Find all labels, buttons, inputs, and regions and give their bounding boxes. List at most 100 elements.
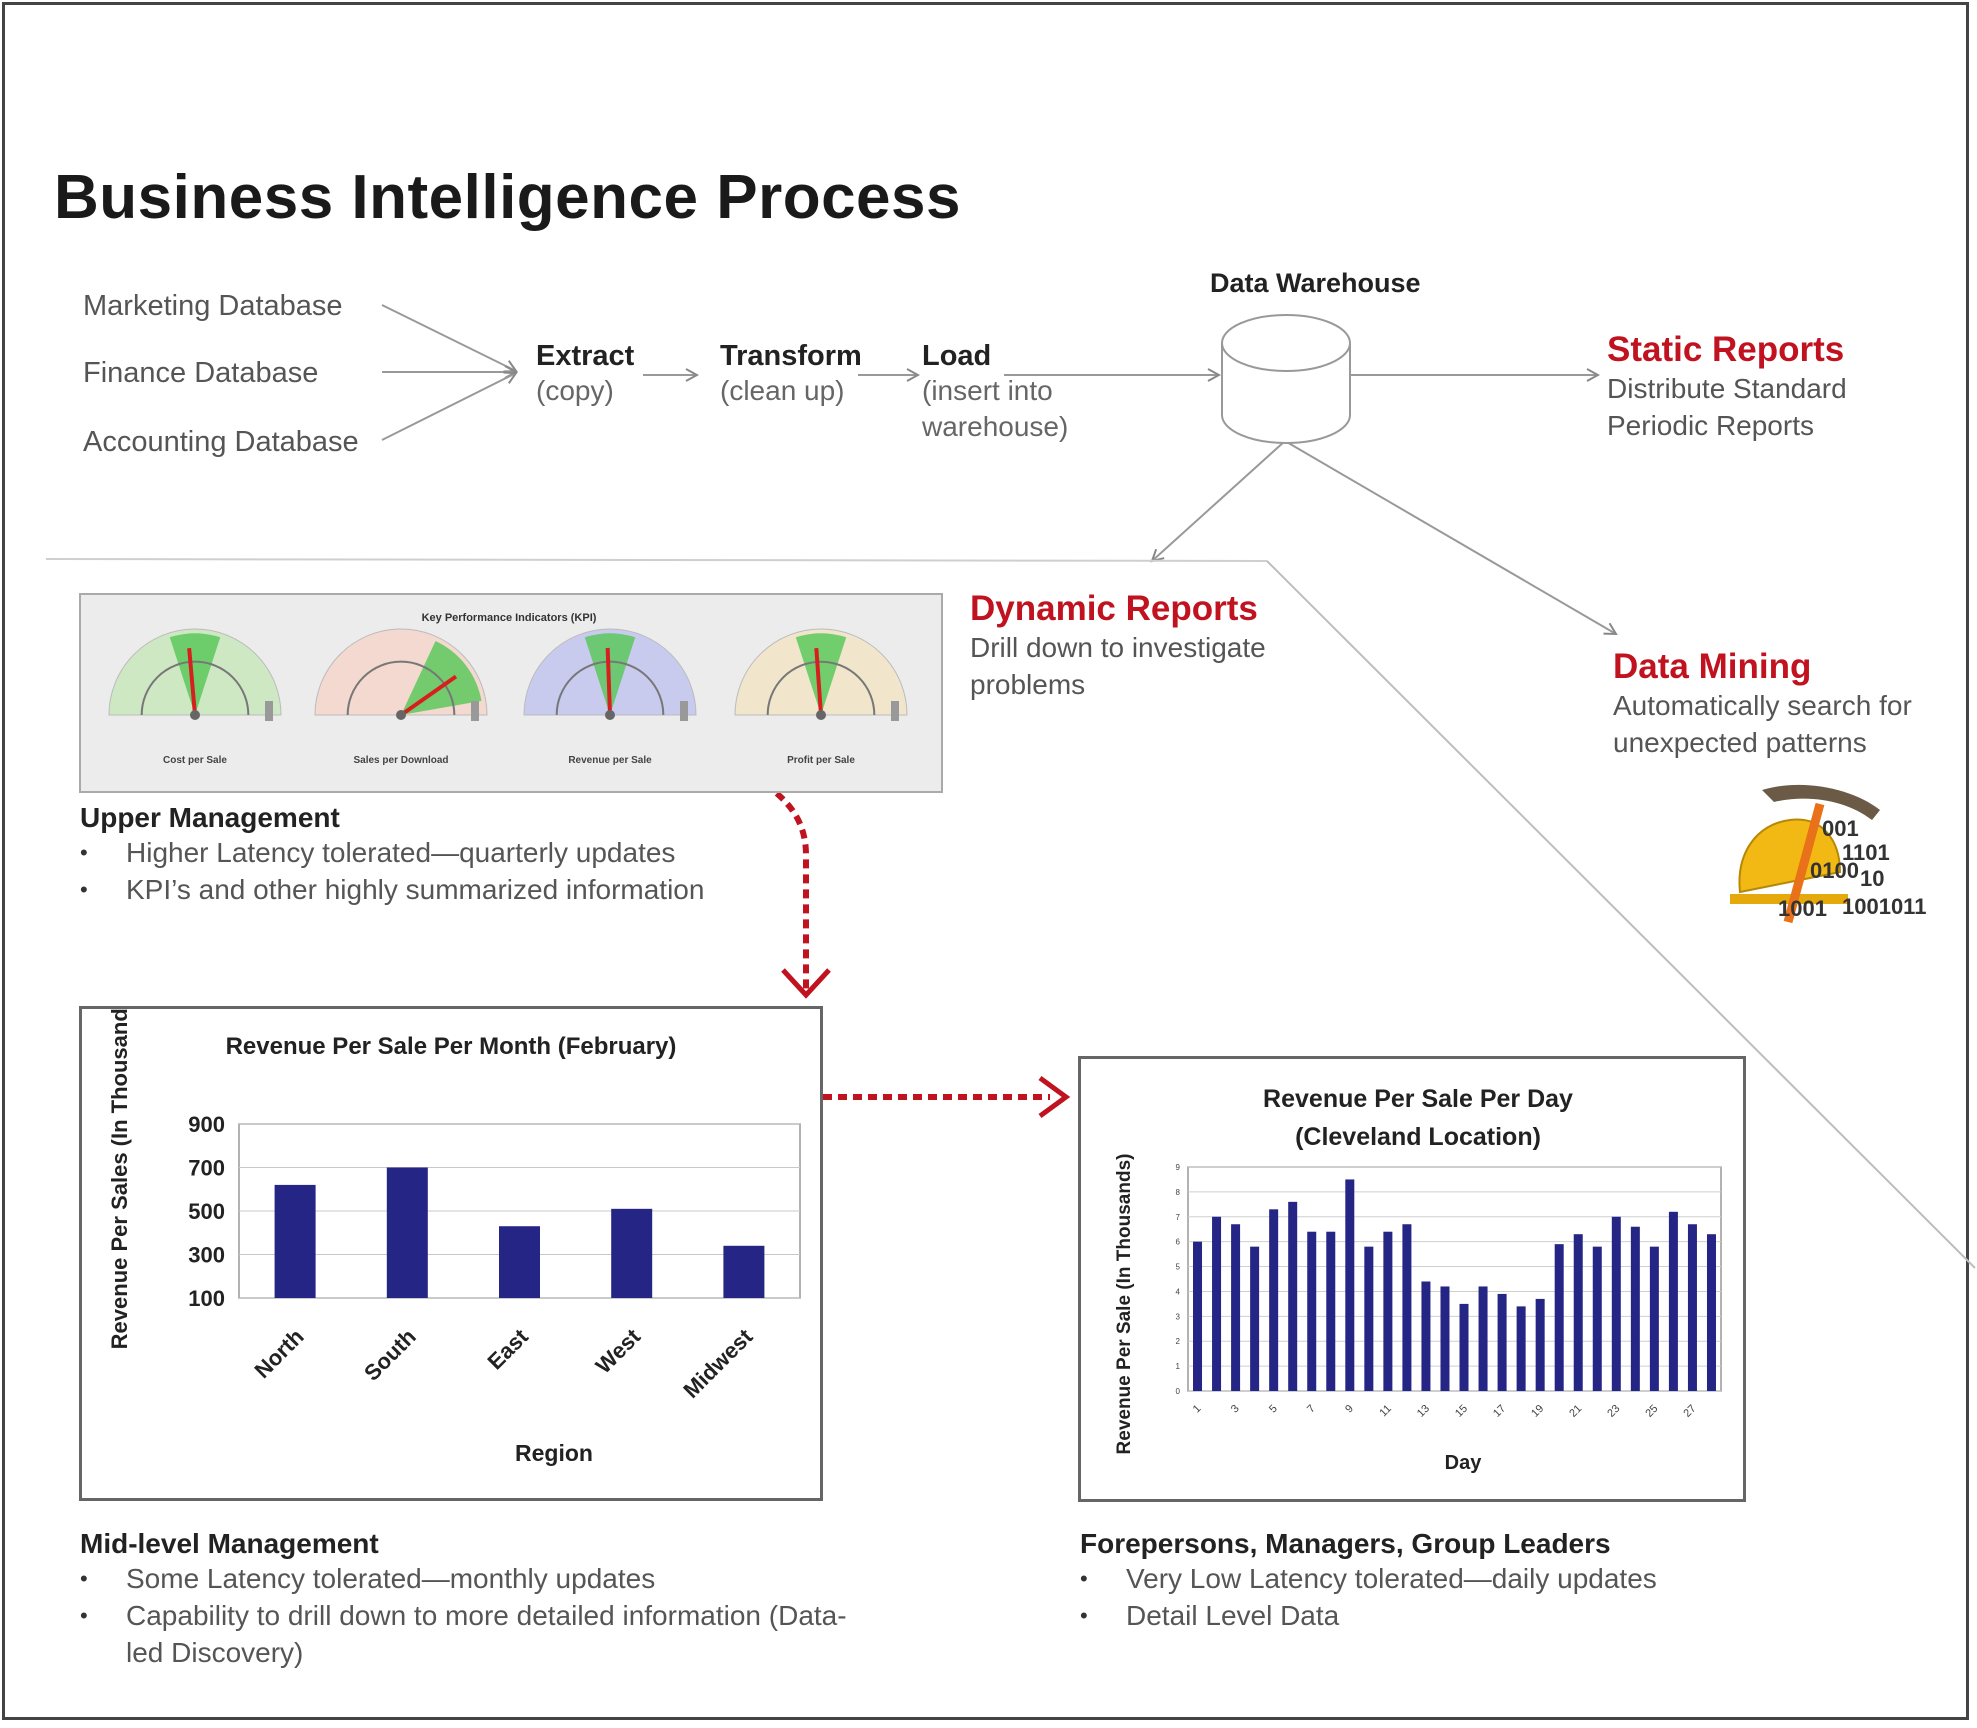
drilldown-arrow-region: [743, 1094, 1050, 1260]
upper-management: Upper Management Higher Latency tolerate…: [80, 802, 900, 908]
gauge-hub: [396, 710, 406, 720]
x-tick-label: 5: [1267, 1403, 1280, 1416]
x-tick-label: East: [482, 1323, 533, 1374]
day-bar: [1535, 1298, 1545, 1391]
day-bar: [1592, 1246, 1602, 1391]
step-transform-sub: (clean up): [720, 375, 845, 406]
bar-south: [386, 1167, 428, 1298]
svg-text:10: 10: [1860, 866, 1884, 891]
svg-text:001: 001: [1822, 816, 1859, 841]
svg-text:1101: 1101: [1842, 840, 1890, 865]
y-tick-label: 500: [188, 1199, 225, 1224]
arrow-marketing-extract: [381, 304, 516, 371]
data-warehouse-icon: [1221, 314, 1351, 444]
gauge-readout: [265, 701, 273, 721]
gauge-hub: [605, 710, 615, 720]
day-bar: [1440, 1286, 1450, 1391]
arrow-warehouse-mining: [1284, 440, 1616, 634]
mid-management-heading: Mid-level Management: [80, 1528, 379, 1559]
daily-chart-panel: Revenue Per Sale Per Day (Cleveland Loca…: [1078, 1056, 1746, 1502]
gauge-scale-arc: [346, 660, 456, 716]
divider-diagonal: [1266, 560, 1976, 1269]
x-tick-label: 7: [1305, 1403, 1318, 1416]
dynamic-reports-title: Dynamic Reports: [970, 589, 1258, 628]
day-bar: [1364, 1246, 1374, 1391]
source-finance: Finance Database: [83, 357, 319, 389]
step-extract: Extract (copy): [536, 340, 634, 409]
gauge-readout: [891, 701, 899, 721]
day-bar: [1516, 1306, 1526, 1391]
day-bar: [1326, 1231, 1336, 1391]
step-load-label: Load: [922, 340, 992, 372]
x-tick-label: 11: [1377, 1403, 1394, 1420]
step-load: Load (insert into warehouse): [922, 340, 1092, 445]
y-tick-label: 1: [1176, 1362, 1181, 1371]
region-chart-xlabel: Region: [515, 1440, 593, 1466]
data-mining-desc: Automatically search for unexpected patt…: [1613, 690, 1912, 758]
x-tick-label: 21: [1567, 1403, 1584, 1420]
x-tick-label: 27: [1681, 1403, 1698, 1420]
gauge-readout: [680, 701, 688, 721]
x-tick-label: 13: [1415, 1403, 1432, 1420]
x-tick-label: 19: [1529, 1403, 1546, 1420]
day-bar: [1706, 1234, 1716, 1391]
gauge-label: Sales per Download: [353, 755, 448, 766]
x-tick-label: 9: [1343, 1403, 1356, 1416]
day-bar: [1212, 1216, 1222, 1391]
y-tick-label: 6: [1176, 1238, 1181, 1247]
static-reports-title: Static Reports: [1607, 330, 1845, 369]
day-bar: [1231, 1224, 1241, 1391]
dynamic-reports-desc: Drill down to investigate problems: [970, 632, 1266, 700]
y-tick-label: 7: [1176, 1213, 1181, 1222]
x-tick-label: Midwest: [678, 1323, 758, 1403]
gauge-green-zone: [401, 640, 482, 715]
data-mining-icon: 001 1101 0100 10 1001 1001011: [1730, 784, 1926, 924]
dynamic-reports: Dynamic Reports Drill down to investigat…: [970, 589, 1270, 703]
step-transform-label: Transform: [720, 340, 862, 372]
day-bar: [1687, 1224, 1697, 1391]
source-accounting: Accounting Database: [83, 426, 359, 458]
day-bar: [1421, 1281, 1431, 1391]
step-extract-label: Extract: [536, 340, 635, 372]
gauge-readout: [471, 701, 479, 721]
static-reports: Static Reports Distribute Standard Perio…: [1607, 330, 1907, 444]
upper-management-bullet: KPI’s and other highly summarized inform…: [80, 871, 900, 908]
y-tick-label: 8: [1176, 1188, 1181, 1197]
gauge-scale-arc: [140, 660, 250, 716]
upper-management-heading: Upper Management: [80, 802, 340, 833]
x-tick-label: 23: [1605, 1403, 1622, 1420]
gauge-label: Revenue per Sale: [568, 755, 652, 766]
day-bar: [1497, 1293, 1507, 1391]
kpi-gauge: Cost per Sale: [108, 628, 282, 766]
x-tick-label: 3: [1229, 1403, 1242, 1416]
bar-west: [611, 1208, 653, 1298]
x-tick-label: West: [591, 1323, 646, 1378]
svg-text:0100: 0100: [1810, 858, 1859, 883]
static-reports-desc: Distribute Standard Periodic Reports: [1607, 373, 1847, 441]
gauge-scale-arc: [766, 660, 876, 716]
x-tick-label: North: [249, 1324, 308, 1383]
y-tick-label: 0: [1176, 1387, 1181, 1396]
daily-chart: Revenue Per Sale Per Day (Cleveland Loca…: [1114, 1085, 1722, 1474]
step-load-sub: (insert into warehouse): [922, 375, 1069, 442]
kpi-gauge: Sales per Download: [314, 628, 488, 766]
day-bar: [1288, 1201, 1298, 1391]
day-bar: [1611, 1216, 1621, 1391]
upper-management-list: Higher Latency tolerated—quarterly updat…: [80, 834, 900, 908]
x-tick-label: 17: [1491, 1403, 1508, 1420]
step-transform: Transform (clean up): [720, 340, 862, 409]
day-bar: [1668, 1211, 1678, 1391]
day-bar: [1383, 1231, 1393, 1391]
kpi-gauge: Revenue per Sale: [523, 628, 697, 766]
daily-chart-title-line1: Revenue Per Sale Per Day: [1263, 1085, 1573, 1113]
daily-chart-title-line2: (Cleveland Location): [1295, 1123, 1541, 1151]
x-tick-label: 15: [1453, 1403, 1470, 1420]
plot-area: [1187, 1166, 1722, 1392]
svg-text:1001011: 1001011: [1842, 894, 1926, 919]
kpi-gauges: Key Performance Indicators (KPI) Cost pe…: [108, 612, 908, 766]
region-chart-ylabel: Revenue Per Sales (In Thousands): [107, 1009, 132, 1349]
day-bar: [1630, 1226, 1640, 1391]
day-bar: [1345, 1179, 1355, 1391]
